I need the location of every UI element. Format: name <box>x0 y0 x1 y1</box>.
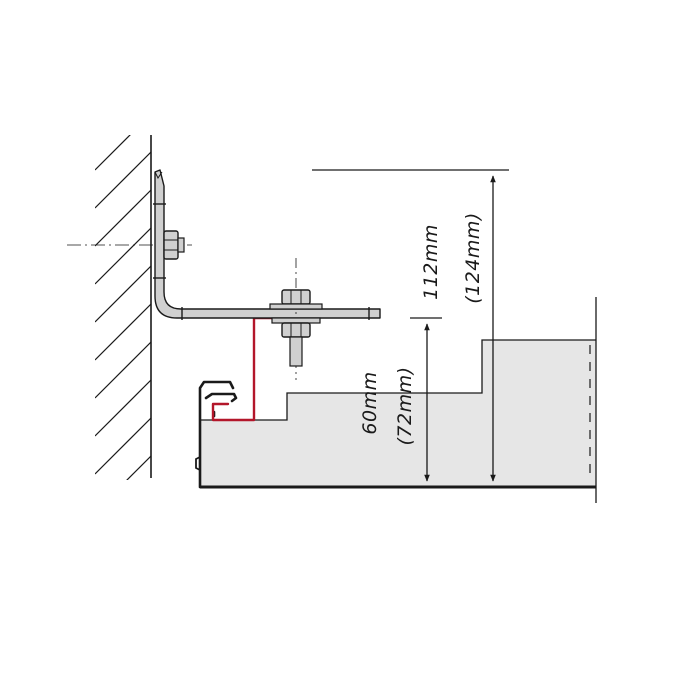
panel-profile <box>200 340 596 487</box>
total-height-label: 112mm <box>420 224 442 300</box>
wall <box>95 135 152 480</box>
panel-edge-lip <box>195 456 201 471</box>
fixing-bolt <box>269 258 323 380</box>
wall-anchor-bolt <box>163 230 185 260</box>
dimension-total-height <box>312 169 509 482</box>
panel-top-line <box>200 339 596 421</box>
total-height-alt-label: (124mm) <box>462 212 484 304</box>
profile-height-alt-label: (72mm) <box>394 366 416 445</box>
dimension-profile-height <box>410 317 442 482</box>
profile-height-label: 60mm <box>359 371 381 434</box>
